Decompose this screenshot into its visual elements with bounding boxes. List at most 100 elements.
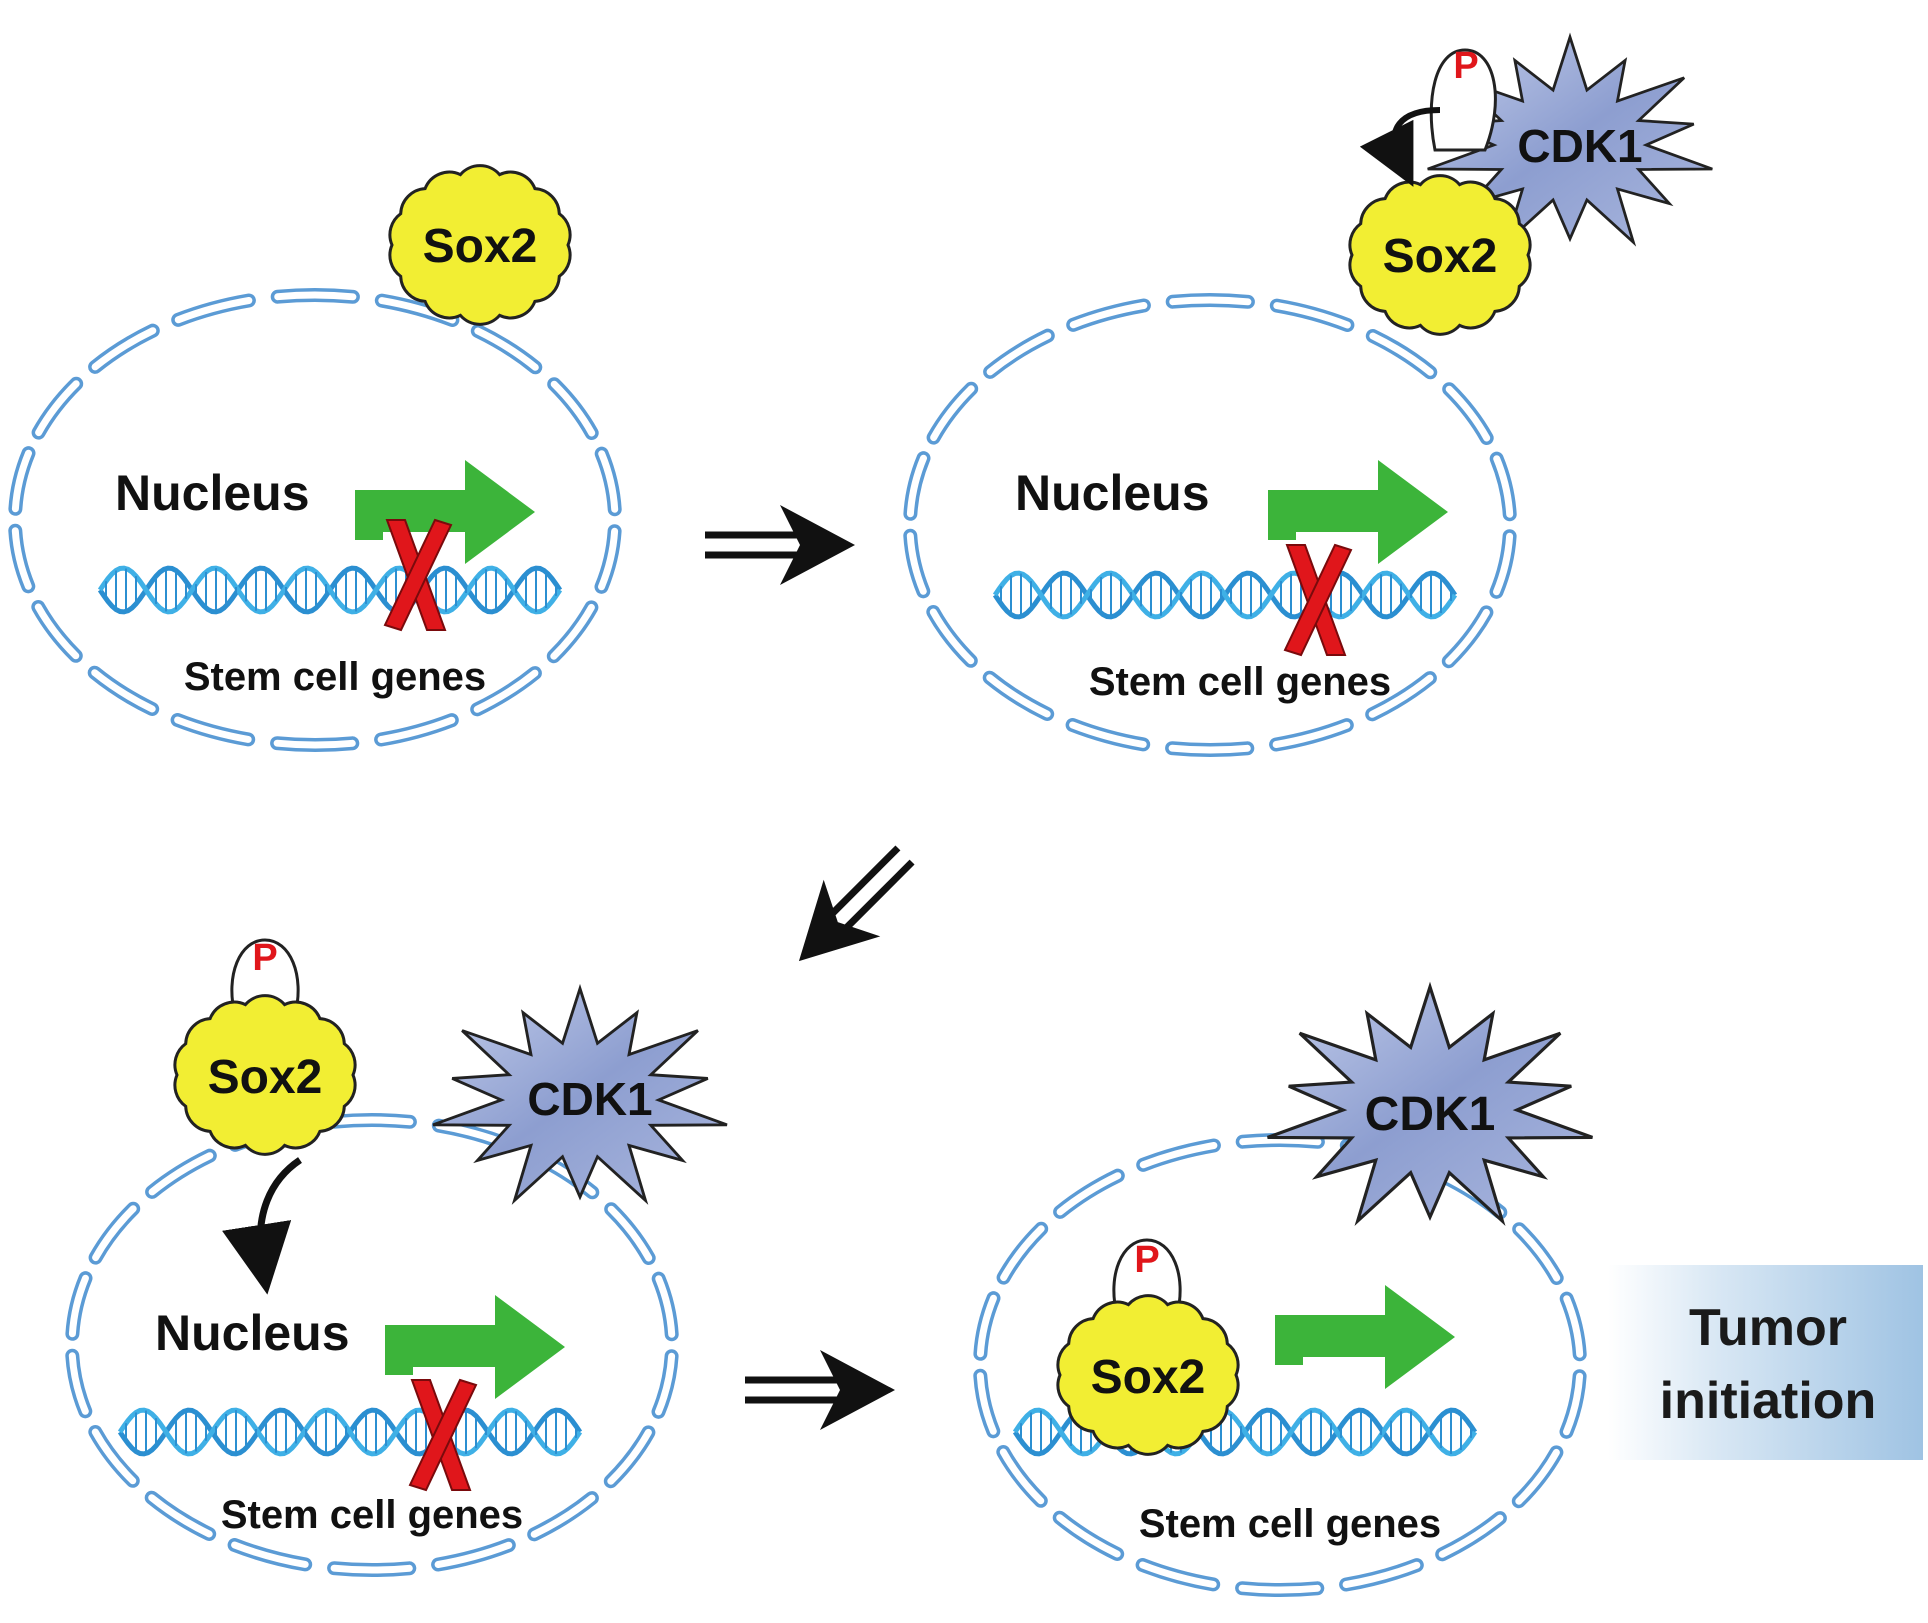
sox2-protein-icon bbox=[1348, 174, 1532, 336]
membrane-segment-inner bbox=[68, 1352, 89, 1415]
cdk1-starburst-shape bbox=[1267, 981, 1593, 1226]
membrane-segment-inner bbox=[331, 1116, 414, 1126]
membrane-segment-inner bbox=[1563, 1372, 1584, 1436]
membrane-segment-inner bbox=[1493, 455, 1514, 518]
membrane-segment-inner bbox=[1056, 1172, 1122, 1216]
stem-cell-genes-label: Stem cell genes bbox=[184, 655, 486, 699]
sox2-label: Sox2 bbox=[1091, 1351, 1206, 1404]
stem-cell-genes-label: Stem cell genes bbox=[221, 1493, 523, 1537]
membrane-segment-inner bbox=[550, 603, 595, 660]
membrane-segment-inner bbox=[906, 454, 927, 518]
membrane-segment-inner bbox=[377, 716, 456, 743]
membrane-segment-inner bbox=[434, 1541, 513, 1568]
membrane-segment-inner bbox=[91, 1428, 137, 1485]
nuclear-membrane bbox=[903, 292, 1517, 758]
process-arrow-icon bbox=[705, 505, 855, 585]
membrane-segment-inner bbox=[273, 739, 356, 749]
membrane-segment-inner bbox=[986, 332, 1052, 376]
membrane-segment-inner bbox=[1272, 721, 1351, 748]
cdk1-kinase-icon bbox=[432, 983, 728, 1205]
cdk1-label: CDK1 bbox=[527, 1073, 652, 1125]
transcription-arrow-shape bbox=[355, 460, 535, 564]
sox2-label: Sox2 bbox=[208, 1051, 323, 1104]
membrane-segment-inner bbox=[330, 1564, 413, 1574]
membrane-segment-inner bbox=[35, 380, 80, 437]
nuclear-import-arrow-icon bbox=[222, 1157, 303, 1295]
membrane-segment-inner bbox=[1000, 1225, 1045, 1282]
block-x-icon bbox=[1283, 543, 1353, 657]
sox2-protein-icon bbox=[173, 994, 357, 1156]
dna-helix-icon bbox=[97, 565, 563, 615]
membrane-segment-inner bbox=[91, 669, 156, 713]
phosphorylation-arrow-icon bbox=[1359, 107, 1441, 187]
membrane-segment-inner bbox=[1239, 1136, 1322, 1146]
sox2-label: Sox2 bbox=[1383, 230, 1498, 283]
stem-cell-genes-label: Stem cell genes bbox=[1089, 660, 1391, 704]
sox2-protein-icon bbox=[388, 164, 572, 326]
membrane-segment-inner bbox=[274, 291, 357, 301]
membrane-segment-inner bbox=[1438, 1514, 1504, 1558]
membrane-segment-inner bbox=[1515, 1448, 1560, 1505]
membrane-segment-inner bbox=[1139, 1561, 1217, 1588]
phosphate-tag-icon bbox=[1112, 1238, 1182, 1317]
membrane-segment-inner bbox=[655, 1352, 676, 1416]
membrane-segment-inner bbox=[655, 1275, 676, 1338]
dna-helix-icon bbox=[992, 570, 1458, 620]
tumor-initiation-line2: initiation bbox=[1660, 1372, 1877, 1430]
tumor-initiation-box: Tumor initiation bbox=[1608, 1265, 1923, 1460]
membrane-segment-inner bbox=[999, 1448, 1045, 1505]
dna-strand bbox=[117, 1407, 583, 1457]
membrane-segment-inner bbox=[91, 327, 157, 371]
phospho-label: P bbox=[1453, 45, 1478, 87]
transcription-arrow-shape bbox=[1275, 1285, 1455, 1389]
cdk1-kinase-icon bbox=[1267, 981, 1593, 1226]
membrane-segment-inner bbox=[231, 1541, 309, 1568]
transcription-arrow-shape bbox=[1268, 460, 1448, 564]
membrane-segment-inner bbox=[1563, 1295, 1584, 1358]
phospho-label: P bbox=[1134, 1239, 1159, 1281]
phosphate-tag-icon bbox=[230, 938, 300, 1017]
membrane-segment-inner bbox=[607, 1428, 652, 1485]
membrane-segment-inner bbox=[68, 1274, 89, 1338]
membrane-segment-inner bbox=[929, 608, 975, 665]
membrane-segment-inner bbox=[1238, 1584, 1321, 1594]
tumor-initiation-line1: Tumor bbox=[1689, 1299, 1847, 1357]
dna-strand bbox=[97, 565, 563, 615]
membrane-segment-inner bbox=[930, 385, 975, 442]
membrane-segment-inner bbox=[1273, 302, 1351, 329]
membrane-segment-inner bbox=[1139, 1142, 1218, 1169]
block-x-stroke bbox=[408, 1378, 478, 1492]
membrane-segment-inner bbox=[1069, 721, 1147, 748]
nucleus-label: Nucleus bbox=[115, 465, 310, 521]
membrane-segment-inner bbox=[473, 669, 539, 713]
membrane-segment-inner bbox=[976, 1372, 997, 1435]
membrane-segment-inner bbox=[34, 603, 80, 660]
membrane-segment-inner bbox=[1056, 1514, 1121, 1558]
transcription-arrow-icon bbox=[1275, 1285, 1455, 1389]
membrane-segment-inner bbox=[11, 527, 32, 590]
membrane-segment-inner bbox=[976, 1294, 997, 1358]
phospho-label: P bbox=[252, 937, 277, 979]
membrane-segment-inner bbox=[174, 297, 253, 324]
membrane-segment-inner bbox=[148, 1152, 214, 1196]
sox2-protein-icon bbox=[1056, 1294, 1240, 1456]
membrane-segment-inner bbox=[474, 327, 539, 371]
membrane-segment-inner bbox=[598, 527, 619, 591]
membrane-segment-inner bbox=[1493, 532, 1514, 596]
sox2-cloud-shape bbox=[173, 994, 357, 1156]
nucleus-label: Nucleus bbox=[155, 1305, 350, 1361]
membrane-segment-inner bbox=[598, 450, 619, 513]
membrane-segment-inner bbox=[1169, 296, 1252, 306]
phosphate-tag-icon bbox=[1429, 48, 1497, 152]
transcription-arrow-icon bbox=[1268, 460, 1448, 564]
sox2-cloud-shape bbox=[1348, 174, 1532, 336]
membrane-segment-inner bbox=[1342, 1561, 1421, 1588]
membrane-segment-inner bbox=[92, 1205, 137, 1262]
cdk1-starburst-shape bbox=[432, 983, 728, 1205]
block-x-stroke bbox=[383, 518, 453, 632]
